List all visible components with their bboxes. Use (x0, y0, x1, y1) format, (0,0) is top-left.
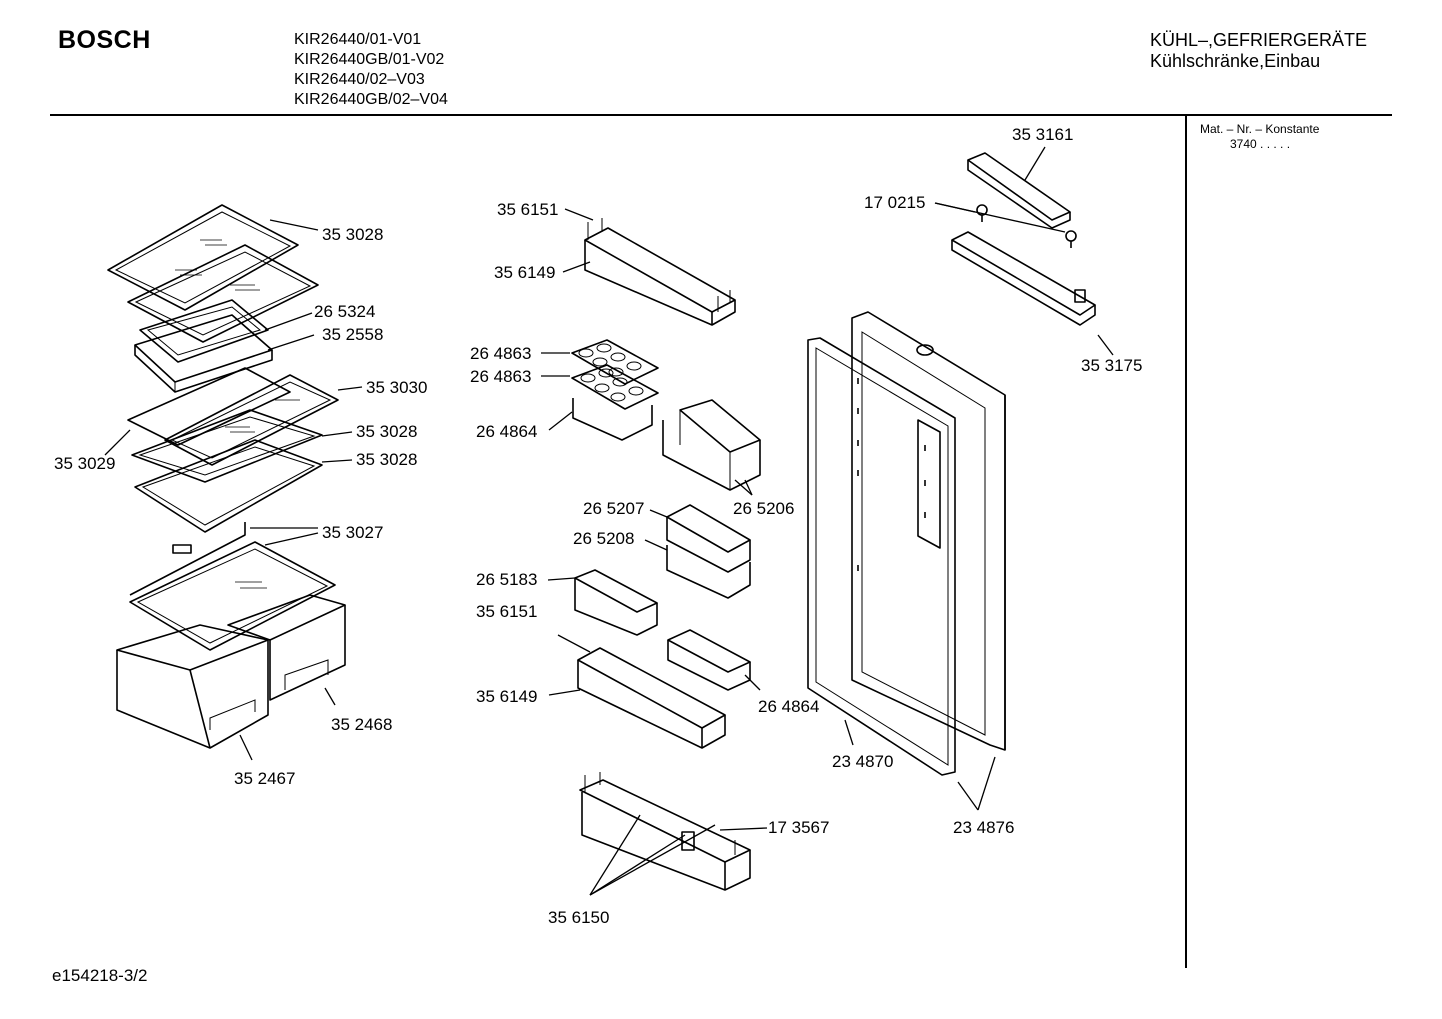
door-bin-top (584, 218, 736, 326)
glass-shelf-second (127, 244, 319, 343)
bottle-bin (579, 772, 751, 891)
model-number: KIR26440GB/02–V04 (294, 91, 448, 108)
part-label: 35 3028 (356, 422, 417, 441)
box-bin (662, 399, 761, 491)
model-number: KIR26440/02–V03 (294, 71, 425, 88)
bin-small-left (574, 569, 658, 636)
part-label: 35 2468 (331, 715, 392, 734)
bin-middle-2 (666, 545, 751, 599)
part-label: 26 5206 (733, 499, 794, 518)
part-label: 26 4863 (470, 344, 531, 363)
crisper-drawer-right (227, 594, 346, 701)
glass-shelf-lower-2 (134, 439, 323, 533)
part-label: 17 0215 (864, 193, 925, 212)
category-title: KÜHL–,GEFRIERGERÄTE (1150, 30, 1368, 50)
part-label: 35 3028 (356, 450, 417, 469)
leader-lines (104, 146, 1114, 896)
part-label: 35 2558 (322, 325, 383, 344)
door-shelf-studs (857, 378, 926, 571)
door-bin-lower (577, 647, 726, 749)
material-value: 3740 . . . . . (1230, 137, 1291, 151)
part-label: 35 3175 (1081, 356, 1142, 375)
part-label: 35 3028 (322, 225, 383, 244)
door-panel (851, 311, 1006, 751)
egg-tray-second (571, 364, 659, 410)
category-subtitle: Kühlschränke,Einbau (1150, 51, 1321, 71)
part-label: 17 3567 (768, 818, 829, 837)
part-label: 35 6149 (476, 687, 537, 706)
bin-middle-1 (666, 504, 751, 573)
part-label: 23 4876 (953, 818, 1014, 837)
part-label: 26 4863 (470, 367, 531, 386)
part-label: 26 5207 (583, 499, 644, 518)
part-label: 35 3029 (54, 454, 115, 473)
shelf-tray (134, 314, 273, 393)
egg-tray (571, 339, 659, 385)
material-constant: Mat. – Nr. – Konstante 3740 . . . . . (1200, 122, 1319, 152)
part-label: 26 5324 (314, 302, 375, 321)
small-bin-egg (572, 398, 653, 441)
bin-small-right (667, 629, 751, 691)
glass-shelf-top (107, 204, 299, 311)
part-label: 26 4864 (758, 697, 819, 716)
part-label: 35 6150 (548, 908, 609, 927)
part-label: 35 6151 (476, 602, 537, 621)
part-label: 26 5183 (476, 570, 537, 589)
header-divider (50, 114, 1392, 116)
split-shelf (127, 367, 339, 466)
part-label: 23 4870 (832, 752, 893, 771)
part-label: 26 5208 (573, 529, 634, 548)
brand-logo: BOSCH (58, 26, 151, 54)
material-label: Mat. – Nr. – Konstante (1200, 122, 1320, 136)
category-block: KÜHL–,GEFRIERGERÄTE Kühlschränke,Einbau (1150, 30, 1367, 72)
part-label: 35 3030 (366, 378, 427, 397)
document-id: e154218-3/2 (52, 966, 148, 985)
part-label: 35 2467 (234, 769, 295, 788)
sidebar-divider (1185, 116, 1187, 968)
glass-shelf-lower-1 (131, 409, 323, 483)
model-number: KIR26440/01-V01 (294, 31, 422, 48)
door-gasket (807, 337, 956, 776)
model-list: KIR26440/01-V01 KIR26440GB/01-V02 KIR264… (294, 30, 448, 110)
top-cover (967, 152, 1071, 229)
screw (976, 204, 1077, 248)
hinge-rail (951, 231, 1096, 326)
part-label: 35 3161 (1012, 125, 1073, 144)
model-number: KIR26440GB/01-V02 (294, 51, 445, 68)
crisper-cover (129, 522, 336, 651)
part-label: 26 4864 (476, 422, 537, 441)
part-label: 35 6149 (494, 263, 555, 282)
part-label: 35 3027 (322, 523, 383, 542)
part-label: 35 6151 (497, 200, 558, 219)
crisper-drawer-left (116, 624, 269, 749)
shelf-frame (139, 299, 269, 363)
